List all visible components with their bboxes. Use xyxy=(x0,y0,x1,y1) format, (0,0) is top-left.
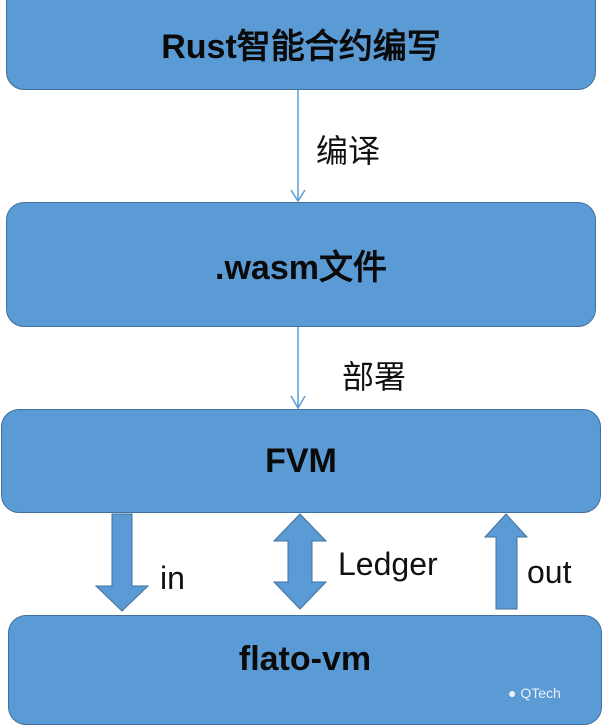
arrow-in-icon xyxy=(94,513,150,612)
node-fvm-label: FVM xyxy=(265,441,337,480)
node-wasm-file-label: .wasm文件 xyxy=(215,249,387,287)
watermark-text: QTech xyxy=(520,685,561,701)
node-rust-contract: Rust智能合约编写 xyxy=(6,0,596,90)
arrow-deploy-head xyxy=(290,395,306,410)
edge-label-ledger: Ledger xyxy=(338,546,438,582)
node-rust-contract-label: Rust智能合约编写 xyxy=(161,27,441,66)
edge-label-compile: 编译 xyxy=(316,133,381,169)
arrow-ledger-icon xyxy=(272,513,328,610)
connectors-layer xyxy=(94,90,529,612)
wechat-icon: ● xyxy=(508,685,517,701)
node-flato-vm: flato-vm xyxy=(8,615,602,725)
node-flato-vm-label: flato-vm xyxy=(238,639,372,678)
watermark: ● QTech xyxy=(508,685,561,701)
edge-label-in: in xyxy=(160,560,185,596)
arrow-out-icon xyxy=(483,513,529,610)
node-fvm: FVM xyxy=(1,409,601,513)
edge-label-out: out xyxy=(527,554,572,590)
arrow-compile-head xyxy=(290,189,306,203)
edge-label-deploy: 部署 xyxy=(342,359,407,395)
node-wasm-file: .wasm文件 xyxy=(6,202,596,327)
